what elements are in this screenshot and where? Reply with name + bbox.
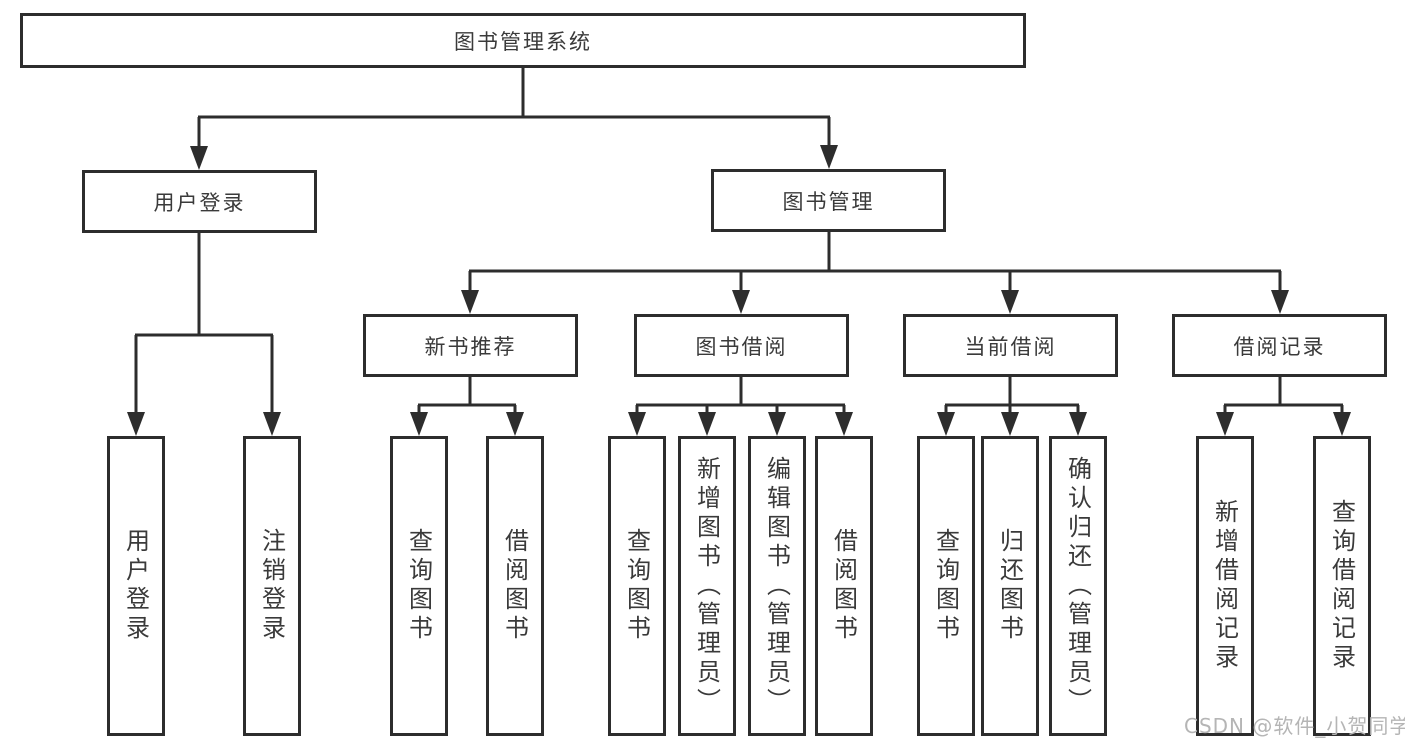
leaf-label: 编辑图书（管理员）	[762, 455, 791, 717]
node-book-management: 图书管理	[711, 169, 946, 232]
csdn-watermark: CSDN @软件_小贺同学	[1184, 714, 1405, 738]
leaf-borrow-books: 借阅图书	[486, 436, 544, 736]
leaf-label: 查询图书	[404, 528, 433, 644]
leaf-label: 用户登录	[121, 528, 150, 644]
leaf-label: 确认归还（管理员）	[1063, 455, 1092, 717]
node-new-book-recommend: 新书推荐	[363, 314, 578, 377]
leaf-label: 新增借阅记录	[1210, 499, 1239, 673]
leaf-user-login: 用户登录	[107, 436, 165, 736]
leaf-label: 归还图书	[995, 528, 1024, 644]
leaf-return-books: 归还图书	[981, 436, 1039, 736]
leaf-confirm-return-admin: 确认归还（管理员）	[1049, 436, 1107, 736]
node-current-borrowing: 当前借阅	[903, 314, 1118, 377]
leaf-add-books-admin: 新增图书（管理员）	[678, 436, 736, 736]
node-book-borrowing: 图书借阅	[634, 314, 849, 377]
leaf-query-books: 查询图书	[390, 436, 448, 736]
leaf-edit-books-admin: 编辑图书（管理员）	[748, 436, 806, 736]
node-root-library-management-system: 图书管理系统	[20, 13, 1026, 68]
leaf-label: 查询图书	[622, 528, 651, 644]
leaf-label: 查询图书	[931, 528, 960, 644]
leaf-label: 借阅图书	[829, 528, 858, 644]
leaf-logout: 注销登录	[243, 436, 301, 736]
leaf-borrow-books-2: 借阅图书	[815, 436, 873, 736]
node-borrowing-records: 借阅记录	[1172, 314, 1387, 377]
node-user-login: 用户登录	[82, 170, 317, 233]
leaf-label: 注销登录	[257, 528, 286, 644]
leaf-label: 借阅图书	[500, 528, 529, 644]
leaf-query-books-3: 查询图书	[917, 436, 975, 736]
leaf-label: 新增图书（管理员）	[692, 455, 721, 717]
leaf-query-books-2: 查询图书	[608, 436, 666, 736]
leaf-add-borrow-record: 新增借阅记录	[1196, 436, 1254, 736]
leaf-query-borrow-record: 查询借阅记录	[1313, 436, 1371, 736]
leaf-label: 查询借阅记录	[1327, 499, 1356, 673]
